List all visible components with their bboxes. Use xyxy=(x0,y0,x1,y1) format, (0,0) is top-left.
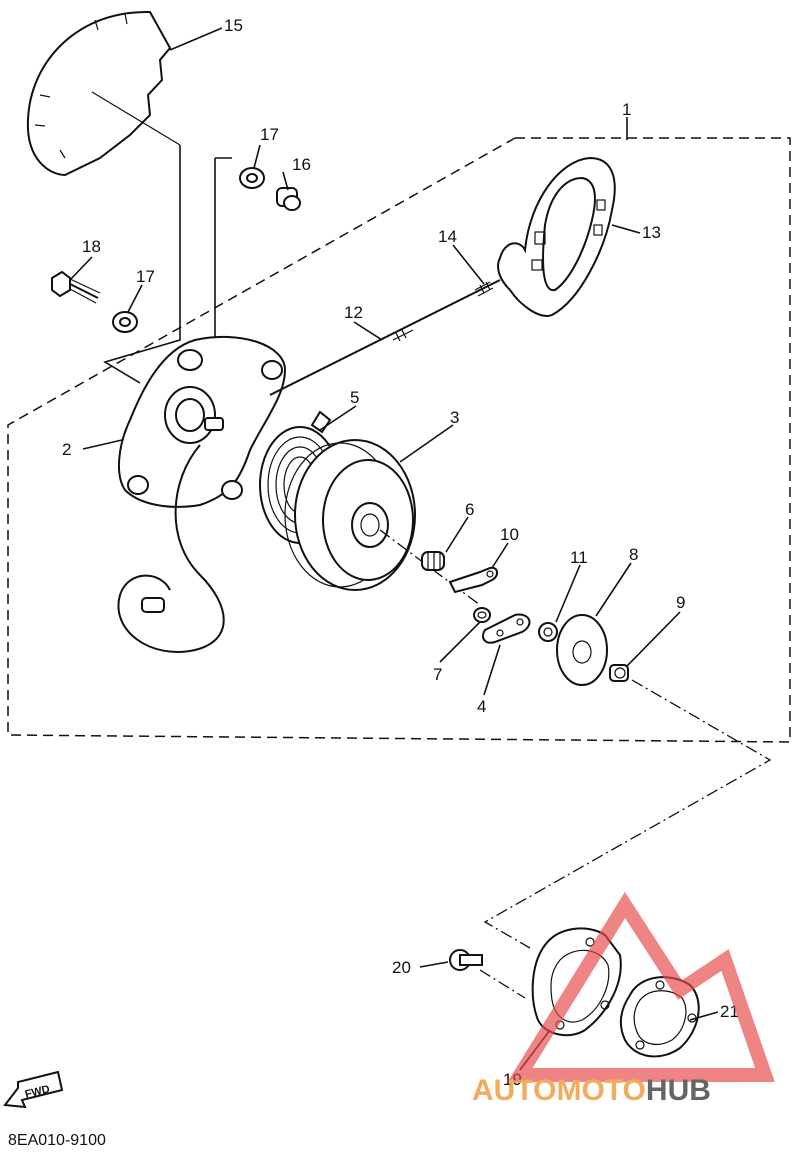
callout-15: 15 xyxy=(224,16,243,35)
part-6-spring xyxy=(421,551,445,571)
part-16-bush xyxy=(276,187,301,211)
callout-4: 4 xyxy=(477,697,486,716)
part-20-bolt xyxy=(449,949,483,971)
part-12-starter-rope xyxy=(269,279,501,396)
watermark-text-automoto: AUTOMOTOHUB xyxy=(472,1074,711,1107)
diagram-code: 8EA010-9100 xyxy=(8,1132,106,1149)
part-2-starter-case xyxy=(118,335,287,508)
part-2-rope-loop xyxy=(117,444,225,653)
part-9-bolt xyxy=(609,664,629,682)
callout-13: 13 xyxy=(642,223,661,242)
part-4-pawl xyxy=(482,613,531,644)
callout-2: 2 xyxy=(62,440,71,459)
part-3-sheave-drum xyxy=(284,439,416,591)
callout-6: 6 xyxy=(465,500,474,519)
part-13-starter-handle xyxy=(497,156,616,317)
callout-17-lower: 17 xyxy=(136,267,155,286)
callout-14: 14 xyxy=(438,227,457,246)
assembly-boundary xyxy=(7,137,791,743)
callout-18: 18 xyxy=(82,237,101,256)
callout-20: 20 xyxy=(392,958,411,977)
callout-11: 11 xyxy=(570,548,588,567)
part-10-pawl-lever xyxy=(448,566,498,594)
callout-10: 10 xyxy=(500,525,519,544)
callout-8: 8 xyxy=(629,545,638,564)
callout-12: 12 xyxy=(344,303,363,322)
callout-labels: 1 2 3 4 5 6 7 8 9 10 11 12 13 14 15 16 1… xyxy=(62,16,739,1089)
part-17-collar-top xyxy=(239,167,265,189)
callout-5: 5 xyxy=(350,388,359,407)
callout-16: 16 xyxy=(292,155,311,174)
callout-17-top: 17 xyxy=(260,125,279,144)
part-15-label-decal xyxy=(26,10,181,177)
part-11-washer xyxy=(538,622,558,642)
callout-1: 1 xyxy=(622,100,631,119)
callout-3: 3 xyxy=(450,408,459,427)
callout-9: 9 xyxy=(676,593,685,612)
part-17-collar-lower xyxy=(112,311,138,333)
fwd-label: FWD xyxy=(24,1083,51,1101)
fwd-arrow-icon: FWD xyxy=(3,1070,64,1109)
part-7-spring xyxy=(473,607,491,623)
watermark-logo: AUTOMOTOHUB xyxy=(472,891,775,1107)
part-8-plate xyxy=(556,614,608,686)
part-14-rope-end xyxy=(474,281,494,297)
callout-7: 7 xyxy=(433,665,442,684)
part-18-bolt xyxy=(51,270,101,304)
